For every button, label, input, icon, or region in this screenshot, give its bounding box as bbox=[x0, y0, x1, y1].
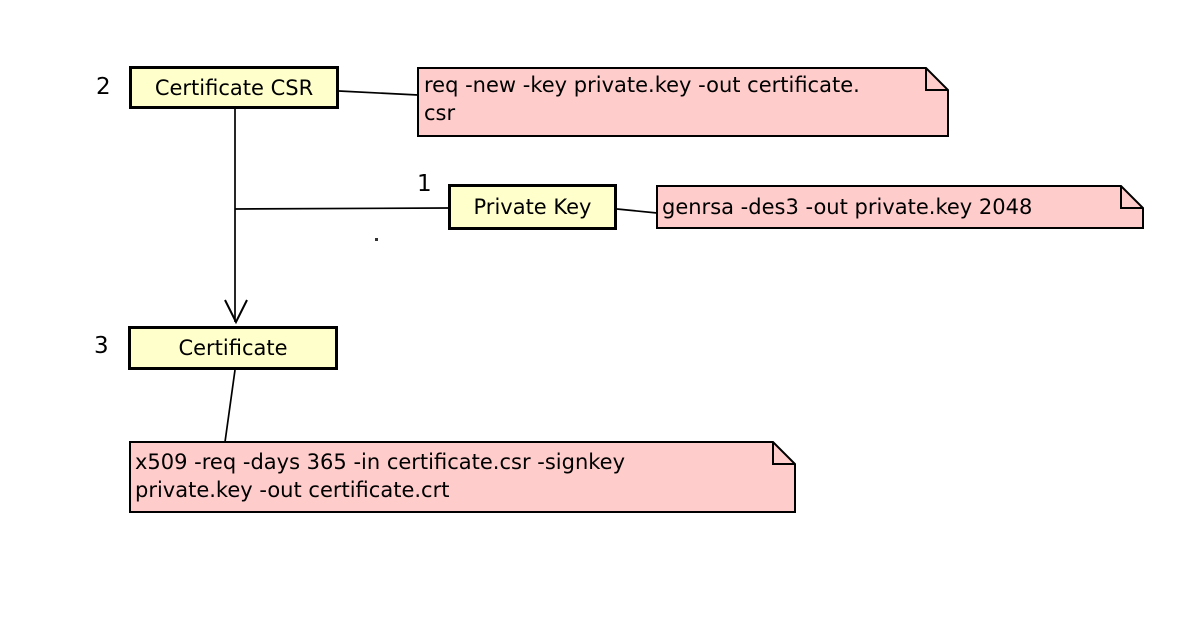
note-fold-icon bbox=[772, 442, 795, 465]
step-number-1: 1 bbox=[417, 171, 432, 197]
note-crt-command: x509 -req -days 365 -in certificate.csr … bbox=[130, 441, 795, 513]
note-csr-command: req -new -key private.key -out certifica… bbox=[418, 67, 948, 137]
stray-dot bbox=[375, 238, 378, 241]
note-shape-key-command bbox=[656, 185, 1144, 229]
node-certificate: Certificate bbox=[128, 326, 338, 370]
step-number-3: 3 bbox=[94, 333, 109, 359]
arrowhead-icon bbox=[224, 299, 248, 325]
note-fold-icon bbox=[925, 68, 948, 91]
connector-csr-to-note bbox=[338, 90, 419, 96]
note-key-command: genrsa -des3 -out private.key 2048 bbox=[657, 185, 1143, 229]
node-private-key: Private Key bbox=[448, 184, 617, 230]
connector-key-to-note bbox=[616, 208, 658, 214]
note-crt-command-line1: x509 -req -days 365 -in certificate.csr … bbox=[135, 450, 626, 474]
node-certificate-label: Certificate bbox=[178, 336, 288, 360]
note-crt-command-line2: private.key -out certificate.crt bbox=[135, 478, 450, 502]
connector-certificate-to-note bbox=[224, 369, 236, 443]
note-csr-command-line2: csr bbox=[424, 101, 456, 125]
node-certificate-csr-label: Certificate CSR bbox=[154, 75, 314, 100]
note-shape-csr-command bbox=[417, 67, 949, 137]
node-certificate-csr: Certificate CSR bbox=[129, 66, 339, 109]
note-fold-icon bbox=[1120, 186, 1143, 209]
note-key-command-line1: genrsa -des3 -out private.key 2048 bbox=[662, 195, 1033, 219]
branch-line-to-private-key bbox=[234, 207, 449, 210]
note-shape-crt-command bbox=[129, 441, 796, 513]
note-csr-command-line1: req -new -key private.key -out certifica… bbox=[424, 73, 860, 97]
node-private-key-label: Private Key bbox=[473, 195, 592, 219]
step-number-2: 2 bbox=[96, 74, 111, 100]
